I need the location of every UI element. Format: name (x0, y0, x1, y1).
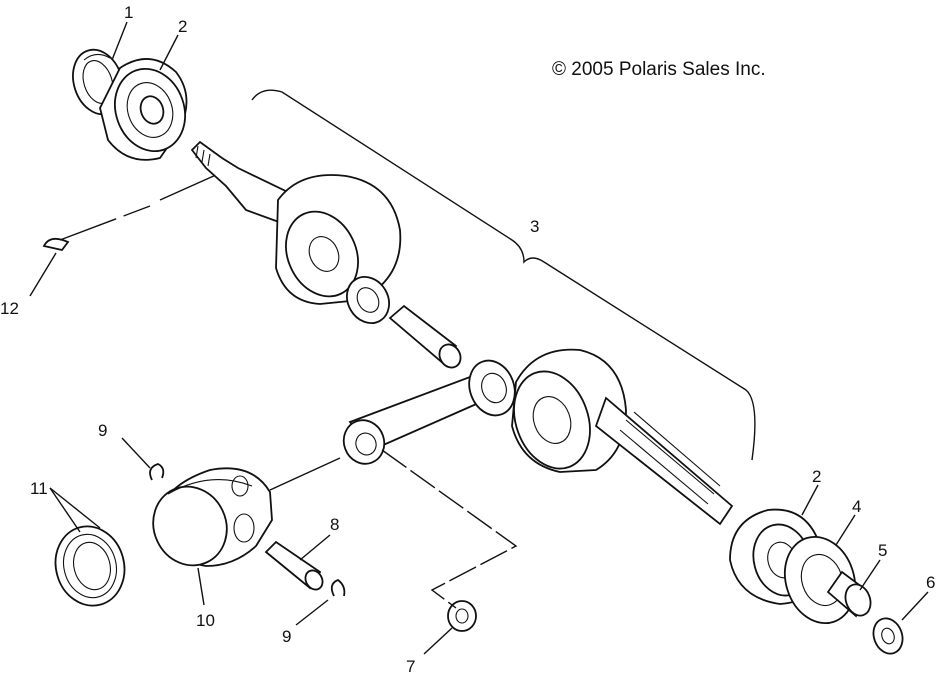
crankshaft-right-half (511, 348, 734, 526)
bearing-part-2-top (99, 58, 188, 161)
callout-9-lower: 9 (282, 627, 291, 646)
callout-8: 8 (330, 515, 339, 534)
callout-2-bottom: 2 (812, 467, 821, 486)
callout-9-upper: 9 (98, 421, 107, 440)
nut-part-7 (447, 600, 477, 632)
callout-10: 10 (196, 611, 215, 630)
callout-5: 5 (878, 541, 887, 560)
woodruff-key-part-12 (42, 237, 70, 252)
crank-pin (388, 304, 462, 369)
assembly-bracket-3 (251, 89, 756, 461)
needle-bearing (346, 276, 390, 324)
piston-part-10 (152, 467, 273, 567)
copyright-text: © 2005 Polaris Sales Inc. (552, 59, 766, 80)
callout-1: 1 (124, 3, 133, 22)
callout-7: 7 (406, 657, 415, 674)
callout-3: 3 (530, 217, 539, 236)
piston-rings-part-11 (54, 525, 126, 607)
collar-part-5 (826, 570, 872, 618)
callout-6: 6 (926, 573, 935, 592)
leader-lines (29, 21, 929, 655)
callout-2-top: 2 (178, 17, 187, 36)
callout-12: 12 (0, 299, 19, 318)
connecting-rod (342, 359, 516, 465)
circlip-part-9-lower (330, 578, 346, 597)
piston-pin-part-8 (264, 540, 324, 591)
crankshaft-left-half (190, 140, 402, 305)
callout-4: 4 (852, 497, 861, 516)
callout-11: 11 (30, 479, 48, 498)
washer-part-6 (872, 617, 904, 655)
circlip-part-9-upper (149, 463, 165, 481)
oil-seal-part-4 (784, 535, 856, 625)
